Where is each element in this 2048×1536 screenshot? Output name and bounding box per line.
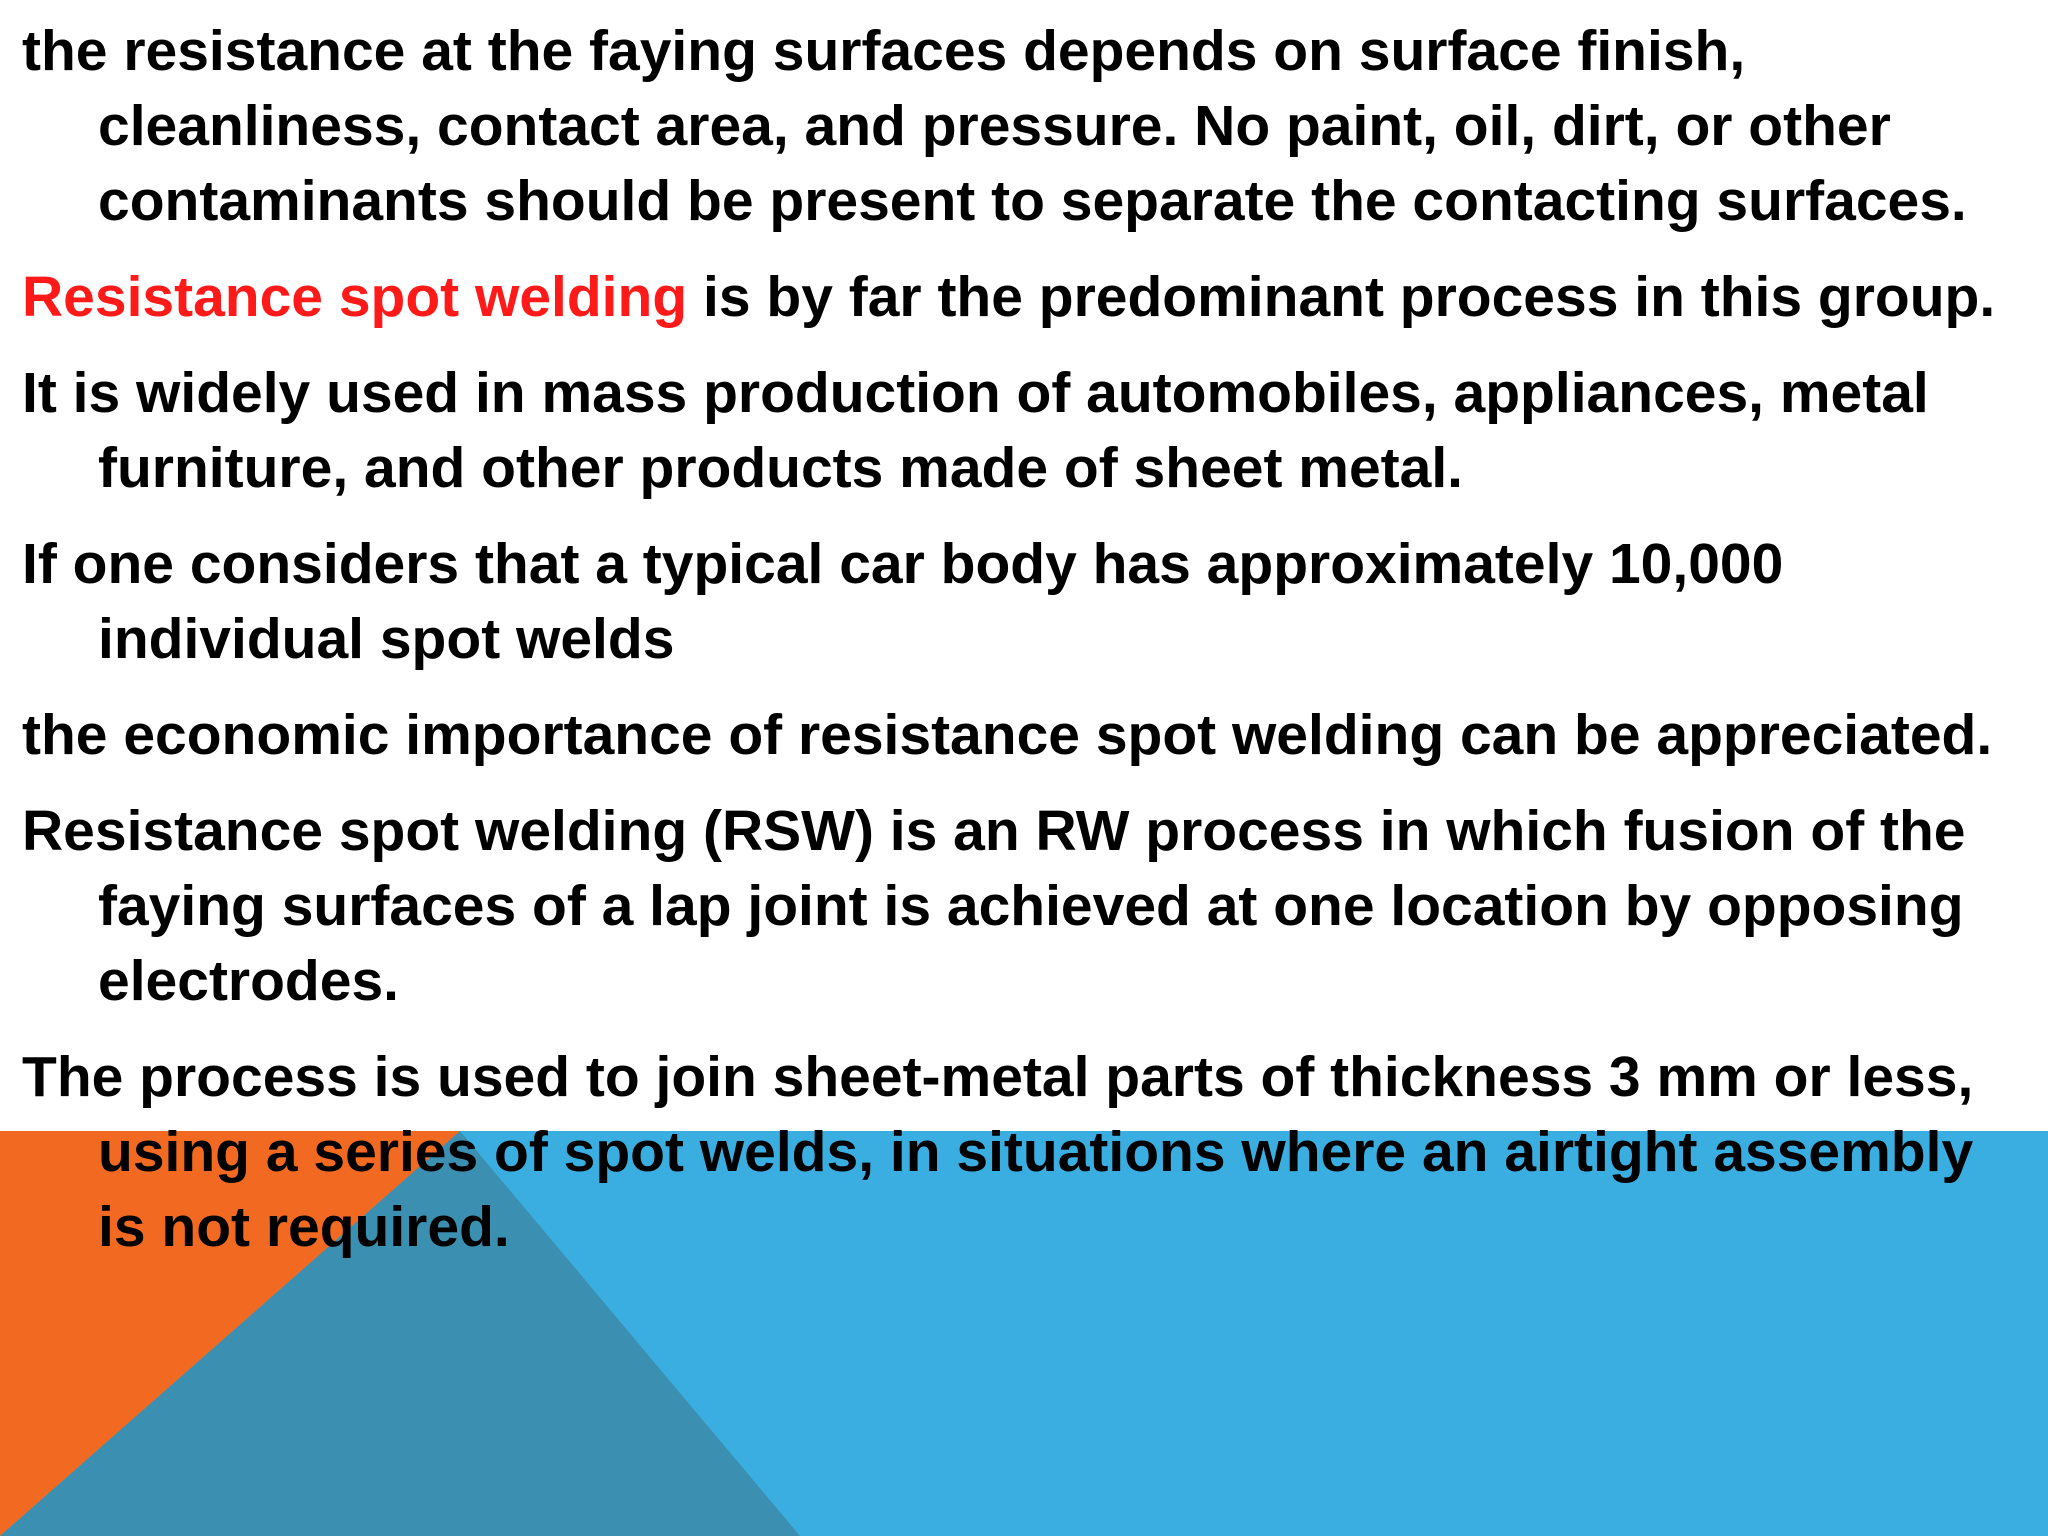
paragraph-text: Resistance spot welding (RSW) is an RW p…: [22, 799, 1966, 1013]
paragraph-car-body: If one considers that a typical car body…: [22, 527, 2032, 677]
paragraph-economic-importance: the economic importance of resistance sp…: [22, 698, 2032, 773]
paragraph-rsw-definition: Resistance spot welding (RSW) is an RW p…: [22, 794, 2032, 1019]
paragraph-process-use: The process is used to join sheet-metal …: [22, 1040, 2032, 1265]
paragraph-mass-production: It is widely used in mass production of …: [22, 356, 2032, 506]
highlighted-term: Resistance spot welding: [22, 265, 688, 329]
paragraph-text: the economic importance of resistance sp…: [22, 703, 1993, 767]
slide-body-text: the resistance at the faying surfaces de…: [22, 14, 2032, 1286]
paragraph-text: the resistance at the faying surfaces de…: [22, 19, 1967, 233]
paragraph-text: The process is used to join sheet-metal …: [22, 1045, 1974, 1259]
paragraph-text: It is widely used in mass production of …: [22, 361, 1929, 500]
paragraph-rsw-predominant: Resistance spot welding is by far the pr…: [22, 260, 2032, 335]
decorative-background-band: [0, 1131, 2048, 1536]
paragraph-text: If one considers that a typical car body…: [22, 532, 1784, 671]
overlap-triangle: [0, 1131, 800, 1536]
paragraph-text: is by far the predominant process in thi…: [687, 265, 1996, 329]
paragraph-faying-surfaces: the resistance at the faying surfaces de…: [22, 14, 2032, 239]
